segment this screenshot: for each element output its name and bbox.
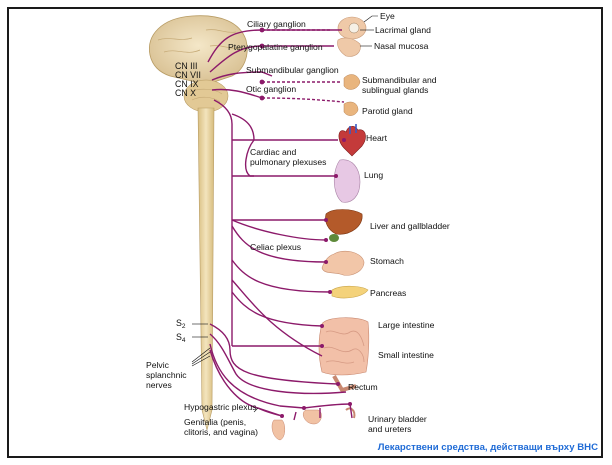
label-pelvic-3: nerves [146, 380, 172, 390]
label-pancreas: Pancreas [370, 288, 406, 298]
label-lacrimal-gland: Lacrimal gland [375, 25, 431, 35]
label-cn10: CN X [175, 88, 196, 98]
label-nasal-mucosa: Nasal mucosa [374, 41, 429, 51]
label-cardiac-plexus-2: pulmonary plexuses [250, 157, 326, 167]
label-stomach: Stomach [370, 256, 404, 266]
label-large-intestine: Large intestine [378, 320, 435, 330]
postganglionic-otic [262, 98, 344, 102]
lung-illustration [334, 160, 360, 203]
label-submandibular-glands-2: sublingual glands [362, 85, 428, 95]
intestines-illustration [319, 318, 369, 375]
parotid-gland-illustration [344, 102, 358, 116]
liver-illustration [325, 210, 362, 235]
label-rectum: Rectum [348, 382, 378, 392]
otic-ganglion-node [260, 96, 265, 101]
spinal-cord [198, 108, 214, 430]
label-small-intestine: Small intestine [378, 350, 434, 360]
label-hypogastric-plexus: Hypogastric plexus [184, 402, 257, 412]
label-heart: Heart [366, 133, 388, 143]
slide-caption: Лекарствени средства, действащи върху ВН… [378, 442, 598, 453]
label-submandibular-ganglion: Submandibular ganglion [246, 65, 339, 75]
label-s4: S4 [176, 332, 186, 344]
label-bladder-2: and ureters [368, 424, 411, 434]
label-eye: Eye [380, 11, 395, 21]
label-genitalia-1: Genitalia (penis, [184, 417, 246, 427]
branch-large-intestine [232, 292, 322, 326]
label-submandibular-glands-1: Submandibular and [362, 75, 437, 85]
label-cardiac-plexus-1: Cardiac and [250, 147, 297, 157]
nasal-mucosa-illustration [337, 38, 360, 56]
label-pelvic-1: Pelvic [146, 360, 170, 370]
label-celiac-plexus: Celiac plexus [250, 242, 301, 252]
label-liver: Liver and gallbladder [370, 221, 450, 231]
label-pelvic-2: splanchnic [146, 370, 187, 380]
vagus-nerve-trunk [214, 100, 232, 346]
organ-illustrations [272, 17, 369, 440]
bladder-illustration [303, 410, 321, 424]
stomach-illustration [322, 251, 364, 275]
label-otic-ganglion: Otic ganglion [246, 84, 296, 94]
pancreas-illustration [332, 286, 368, 298]
brain-illustration [149, 16, 247, 112]
label-pterygopalatine-ganglion: Pterygopalatine ganglion [228, 42, 323, 52]
label-lung: Lung [364, 170, 383, 180]
label-genitalia-2: clitoris, and vagina) [184, 427, 258, 437]
submandibular-gland-illustration [344, 75, 360, 90]
label-bladder-1: Urinary bladder [368, 414, 427, 424]
label-ciliary-ganglion: Ciliary ganglion [247, 19, 306, 29]
genitalia-illustration [272, 420, 285, 440]
label-parotid-gland: Parotid gland [362, 106, 413, 116]
branch-pancreas [232, 260, 330, 292]
label-s2: S2 [176, 318, 186, 330]
